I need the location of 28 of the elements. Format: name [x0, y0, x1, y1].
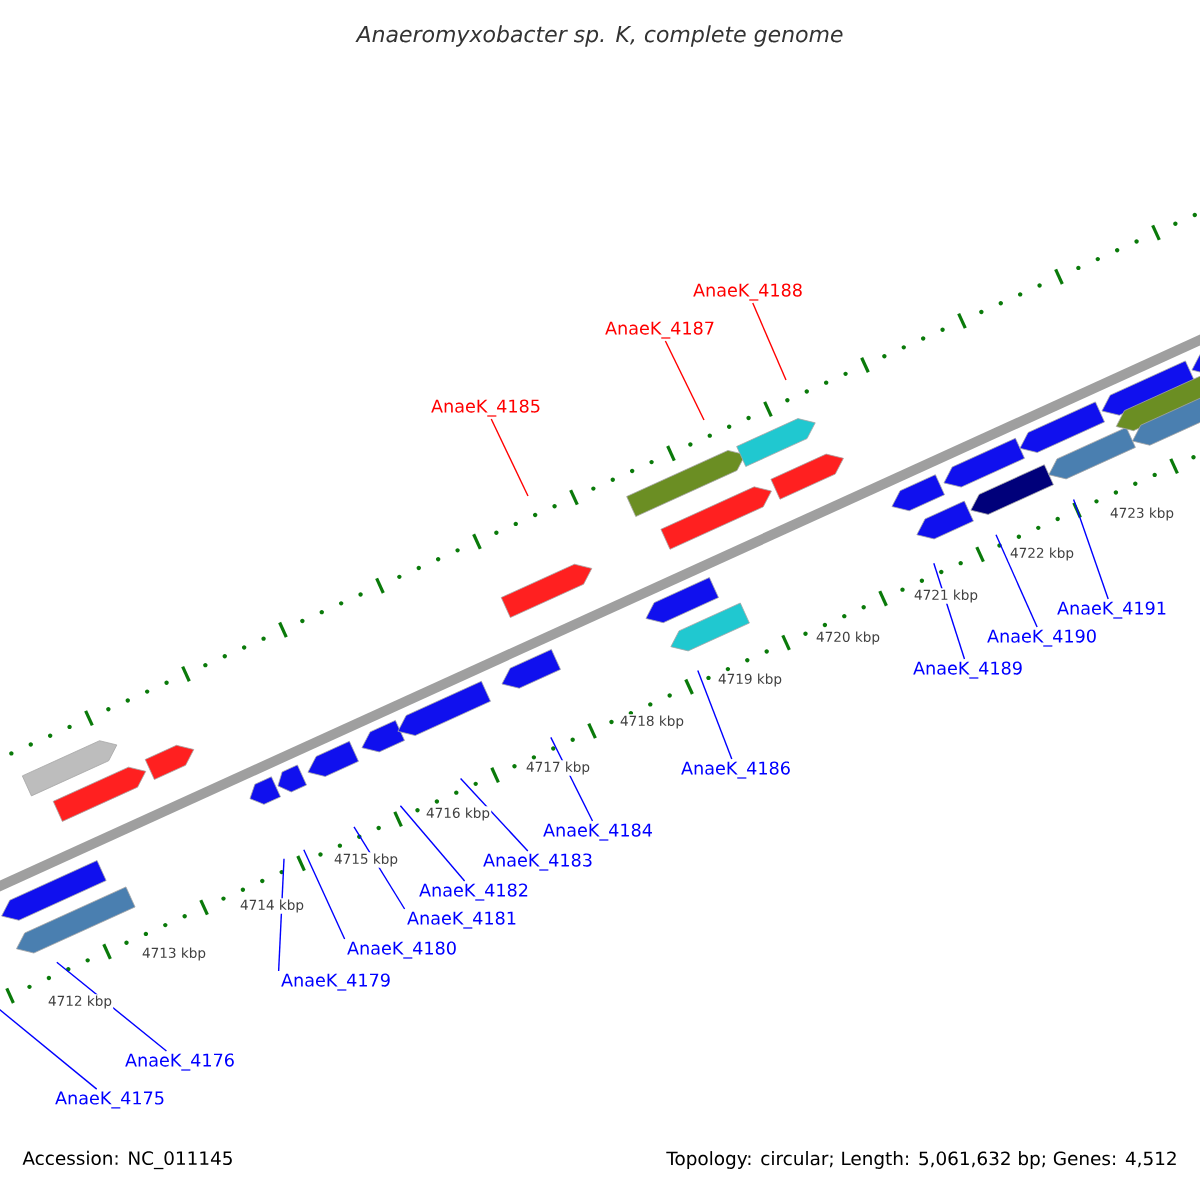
gene-label: AnaeK_4187: [605, 321, 714, 339]
leader-line: [664, 340, 705, 421]
leader-line: [56, 961, 168, 1052]
leader-line: [697, 669, 733, 760]
gene-label: AnaeK_4188: [693, 283, 802, 301]
gene-label: AnaeK_4183: [483, 853, 592, 871]
title: Anaeromyxobacter sp. K, complete genome: [355, 25, 843, 47]
footer-text: Accession: NC_011145: [22, 1150, 232, 1170]
leader-line: [490, 418, 529, 497]
leader-line: [752, 302, 787, 381]
gene-label: AnaeK_4191: [1057, 601, 1166, 619]
leader-line: [399, 805, 466, 882]
gene-label: AnaeK_4184: [543, 823, 652, 841]
gene-label: AnaeK_4190: [987, 629, 1096, 647]
gene-label: AnaeK_4179: [281, 973, 390, 991]
gene-label: AnaeK_4181: [407, 911, 516, 929]
gene-label: AnaeK_4180: [347, 941, 456, 959]
gene-label: AnaeK_4182: [419, 883, 528, 901]
gene-label: AnaeK_4186: [681, 761, 790, 779]
leader-line: [459, 777, 529, 852]
leader-line: [995, 534, 1038, 628]
gene-label: AnaeK_4176: [125, 1053, 234, 1071]
gene-label: AnaeK_4175: [55, 1091, 164, 1109]
leader-line: [1072, 498, 1109, 600]
gene-label: AnaeK_4189: [913, 661, 1022, 679]
leader-line: [303, 849, 346, 940]
gene-label: AnaeK_4185: [431, 399, 540, 417]
footer-text: Topology: circular; Length: 5,061,632 bp; Genes: 4,512: [666, 1151, 1176, 1169]
